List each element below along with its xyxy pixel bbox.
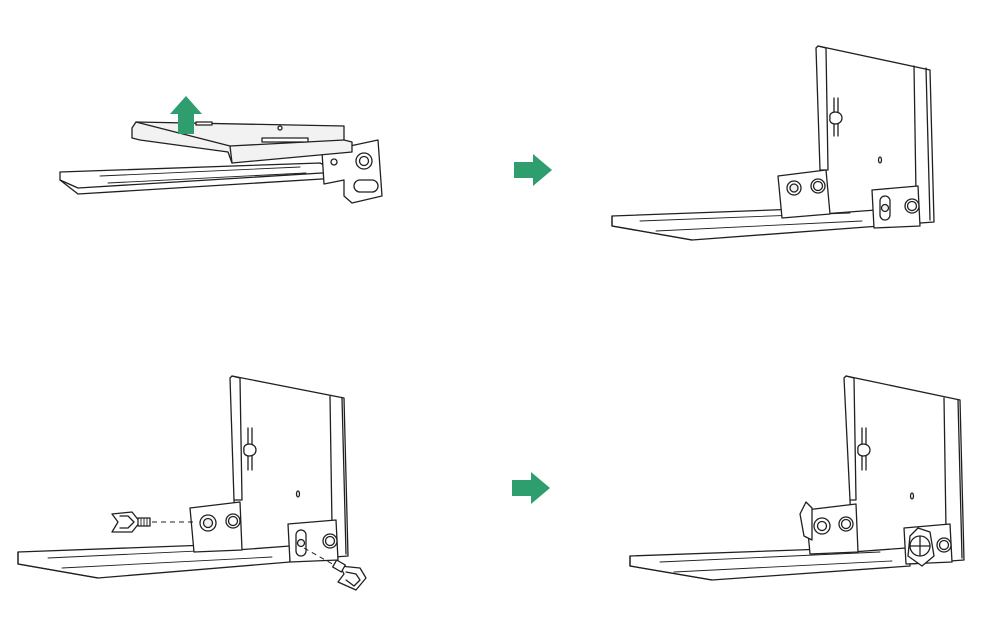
thumb-screw-icon <box>907 527 935 567</box>
step-1-panel <box>59 96 383 204</box>
up-arrow-icon <box>170 96 202 134</box>
bottom-shelf <box>629 545 911 581</box>
bottom-shelf <box>59 162 339 195</box>
step-4-panel <box>629 375 965 581</box>
left-foot-tab <box>799 501 859 555</box>
left-foot-tab <box>777 169 831 219</box>
top-plate <box>131 121 353 164</box>
side-tab <box>321 139 383 204</box>
right-foot-tab <box>871 185 921 229</box>
back-plate <box>815 45 935 227</box>
right-foot-tab <box>287 519 339 563</box>
back-plate <box>843 375 965 565</box>
thumb-screw-icon <box>303 547 367 591</box>
right-arrow-icon <box>514 154 552 186</box>
step-2-panel <box>611 45 935 241</box>
right-arrow-icon <box>512 472 550 504</box>
left-foot-tab <box>189 501 243 553</box>
step-3-panel <box>17 375 367 591</box>
thumb-screw-icon <box>111 511 196 533</box>
